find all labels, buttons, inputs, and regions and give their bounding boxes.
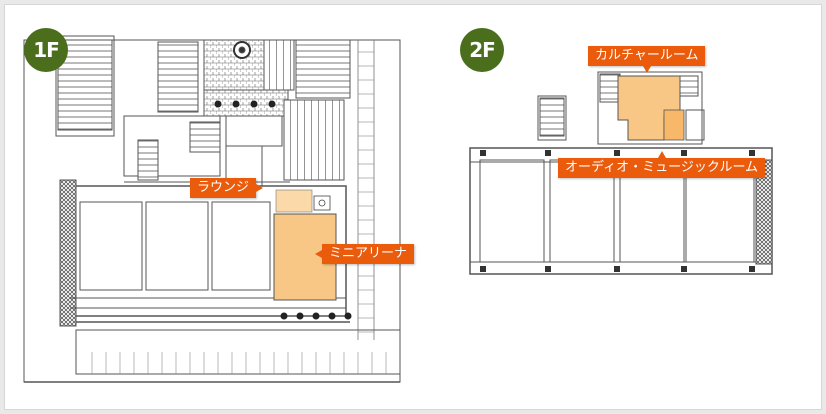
mini-arena-label[interactable]: ミニアリーナ xyxy=(314,244,415,264)
column-dots-1f xyxy=(214,100,352,320)
column-dots-2f xyxy=(480,150,755,272)
floor-2f-badge: 2F xyxy=(460,28,504,72)
lounge-area xyxy=(275,189,313,213)
culture-room-label[interactable]: カルチャールーム xyxy=(588,46,706,73)
audio-music-room-area xyxy=(663,109,685,141)
audio-music-room-label[interactable]: オーディオ・ミュージックルーム xyxy=(558,151,766,178)
lounge-label[interactable]: ラウンジ xyxy=(190,178,264,198)
floor-1f-plan xyxy=(23,35,401,383)
floor-1f-badge: 1F xyxy=(24,28,68,72)
